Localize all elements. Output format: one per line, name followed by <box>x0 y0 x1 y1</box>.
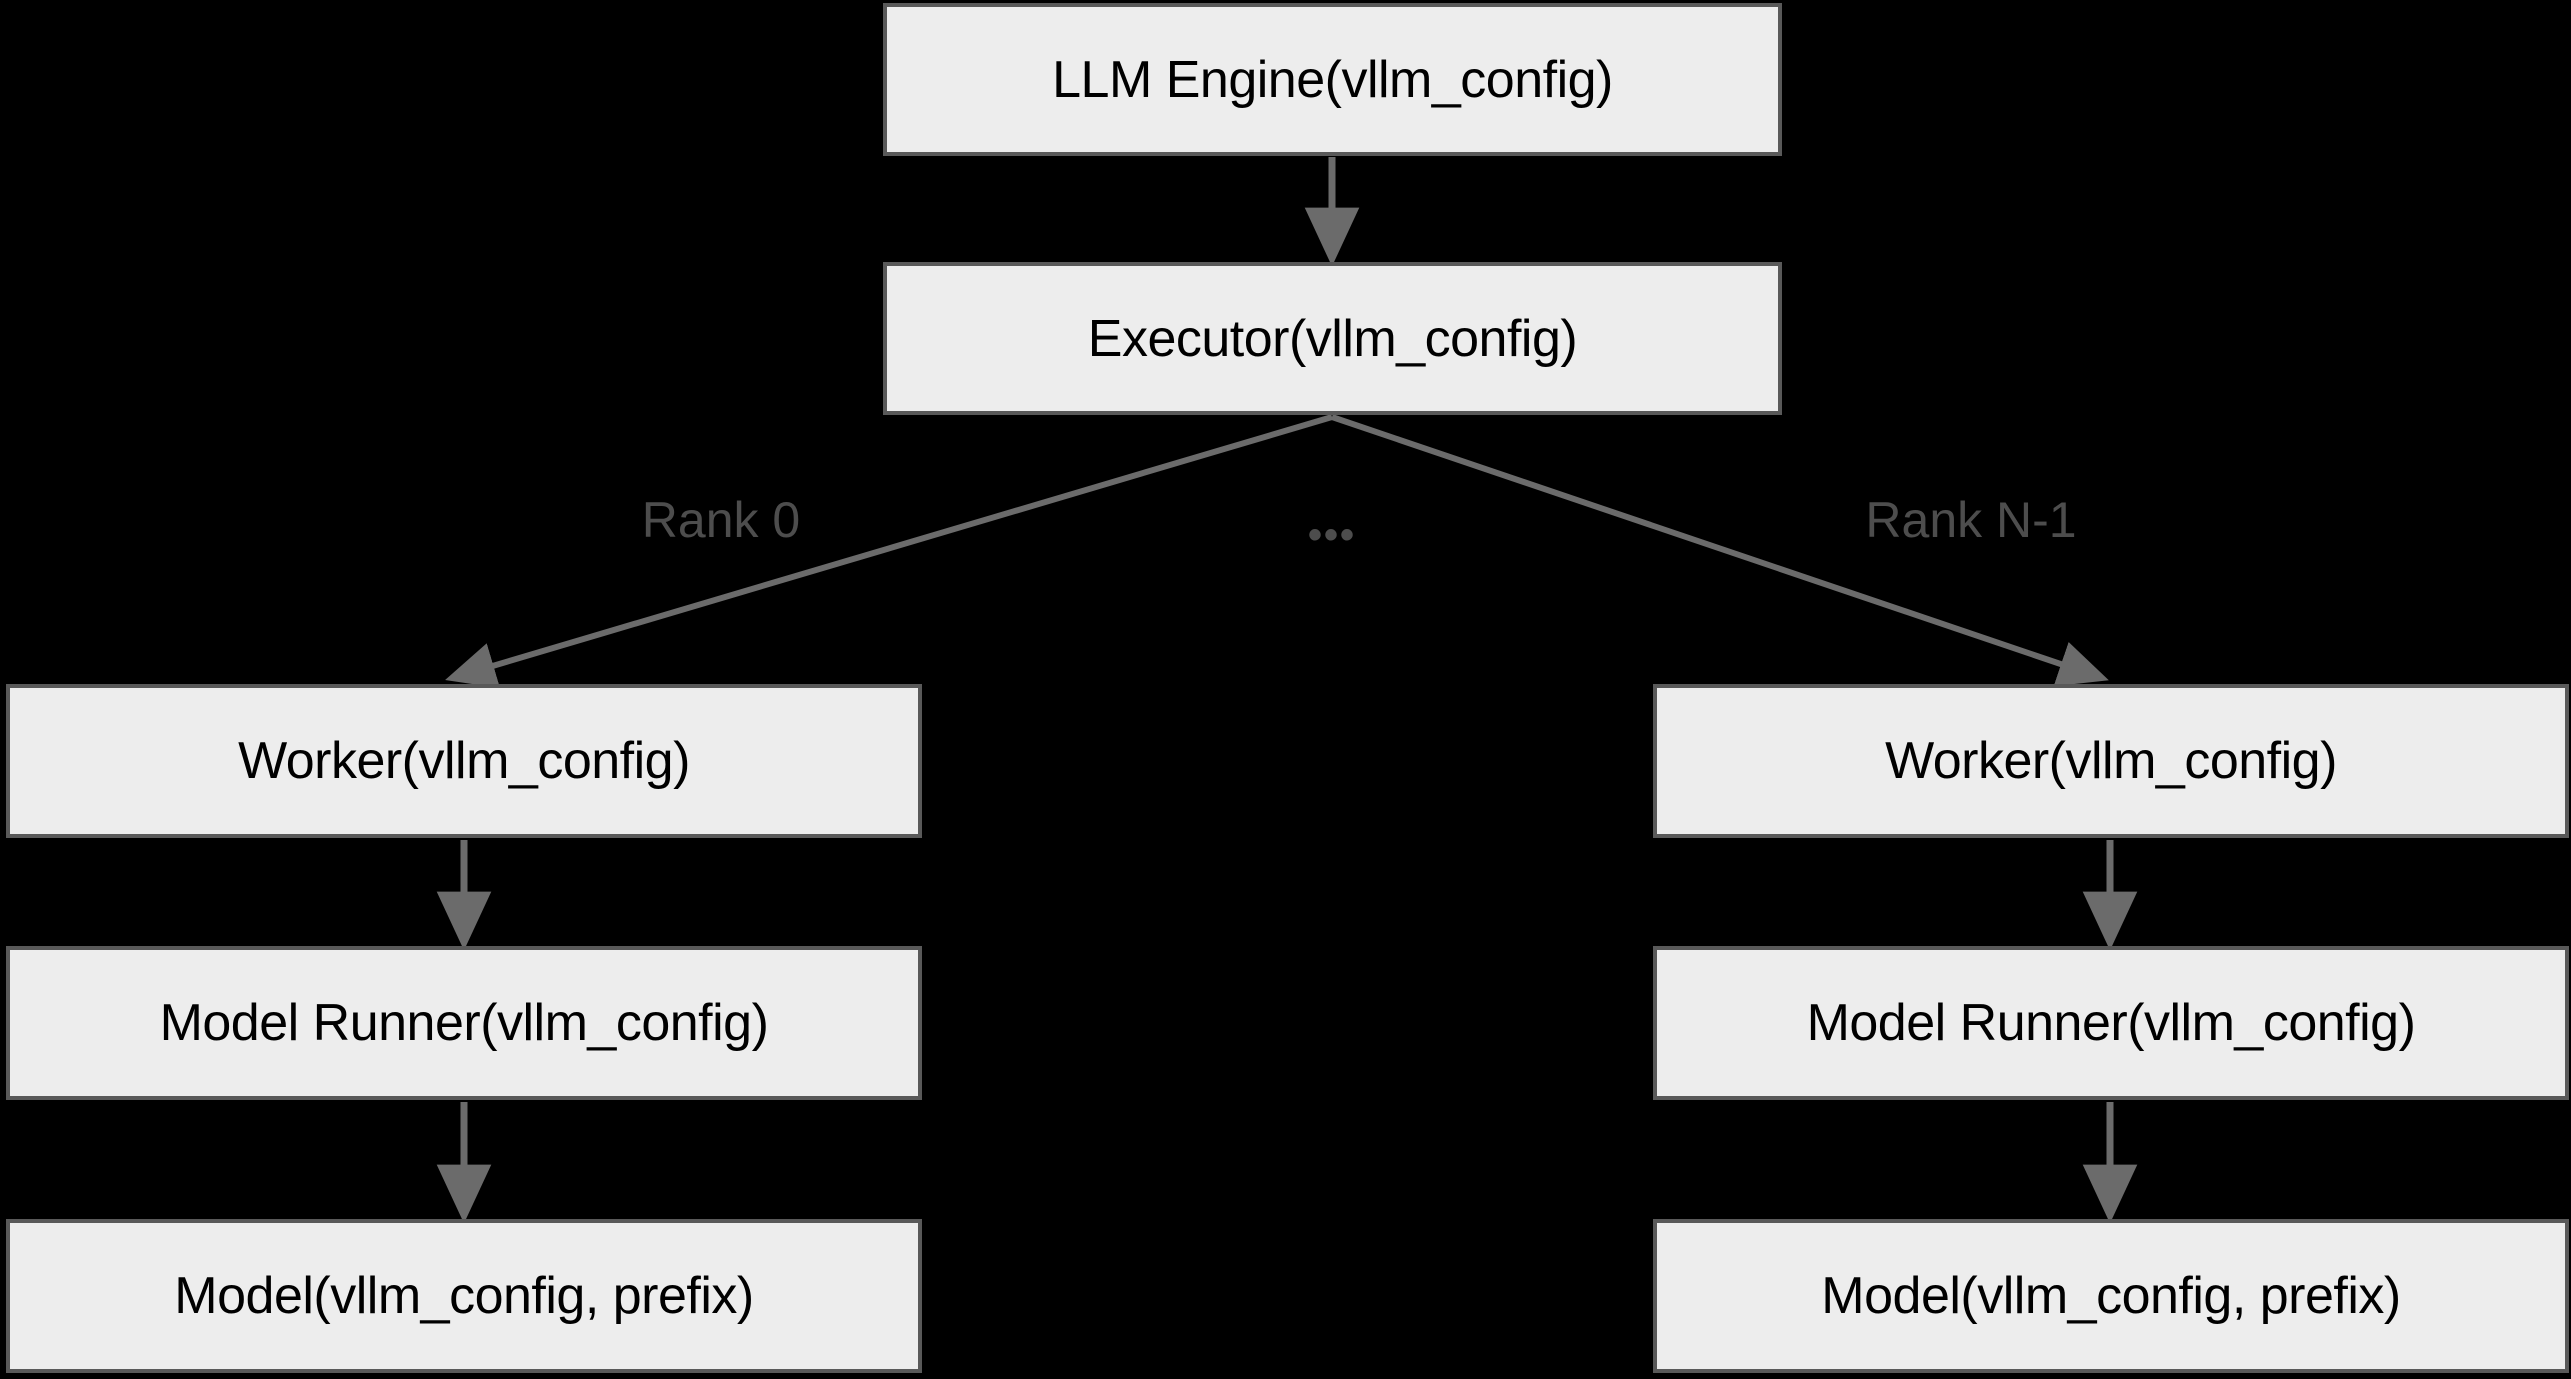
edge-label-rank-0: Rank 0 <box>641 492 801 548</box>
edge-label-rank-n-minus-1: Rank N-1 <box>1865 492 2077 548</box>
node-model-rankn[interactable]: Model(vllm_config, prefix) <box>1653 1219 2569 1373</box>
node-worker-rankn[interactable]: Worker(vllm_config) <box>1653 684 2569 838</box>
node-model-runner-rank0-label: Model Runner(vllm_config) <box>159 994 769 1052</box>
edge-executor-to-worker-rank0 <box>445 414 1333 689</box>
node-executor-label: Executor(vllm_config) <box>1087 309 1578 368</box>
node-worker-rankn-label: Worker(vllm_config) <box>1885 732 2337 790</box>
node-llm-engine[interactable]: LLM Engine(vllm_config) <box>883 3 1782 156</box>
node-model-runner-rankn-label: Model Runner(vllm_config) <box>1806 994 2416 1052</box>
node-llm-engine-label: LLM Engine(vllm_config) <box>1052 50 1613 109</box>
node-model-runner-rankn[interactable]: Model Runner(vllm_config) <box>1653 946 2569 1100</box>
node-model-rank0-label: Model(vllm_config, prefix) <box>174 1267 754 1325</box>
node-worker-rank0[interactable]: Worker(vllm_config) <box>6 684 922 838</box>
node-executor[interactable]: Executor(vllm_config) <box>883 262 1782 415</box>
node-worker-rank0-label: Worker(vllm_config) <box>238 732 690 790</box>
node-model-rank0[interactable]: Model(vllm_config, prefix) <box>6 1219 922 1373</box>
edge-label-ellipsis: ••• <box>1307 513 1357 557</box>
node-model-rankn-label: Model(vllm_config, prefix) <box>1821 1267 2401 1325</box>
node-model-runner-rank0[interactable]: Model Runner(vllm_config) <box>6 946 922 1100</box>
